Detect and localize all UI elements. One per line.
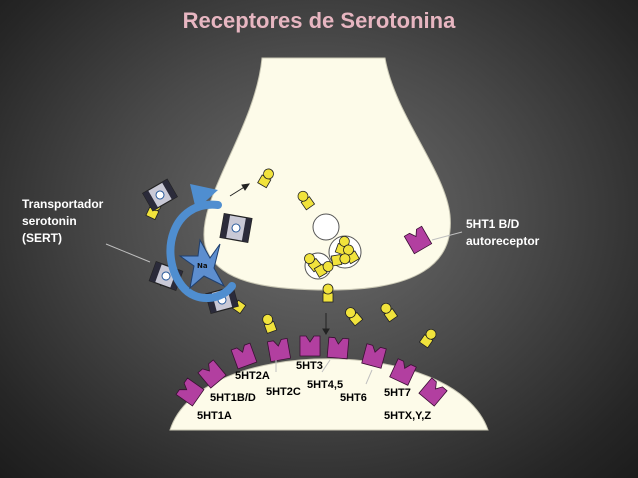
leader-lines [105, 231, 463, 385]
sert-transporter: Na [142, 178, 253, 315]
autoreceptor-label-line2: autoreceptor [466, 234, 540, 248]
receptor-label-5ht3: 5HT3 [296, 360, 323, 372]
receptor-label-5ht45: 5HT4,5 [307, 379, 344, 391]
autoreceptor-label-line1: 5HT1 B/D [466, 217, 520, 231]
receptor-label-5ht1bd: 5HT1B/D [210, 392, 256, 404]
receptor-label-5ht2c: 5HT2C [266, 386, 301, 398]
synaptic-vesicles [302, 213, 362, 280]
sert-label-line3: (SERT) [22, 231, 62, 245]
receptor-label-5ht7: 5HT7 [384, 387, 411, 399]
release-arrows [229, 183, 330, 335]
sert-label-line2: serotonin [22, 214, 77, 228]
sert-label: Transportador serotonin (SERT) [22, 196, 103, 247]
page-title: Receptores de Serotonina [182, 8, 456, 33]
svg-text:Na: Na [197, 262, 208, 270]
receptor-label-5ht1a: 5HT1A [197, 410, 232, 422]
presynaptic-terminal [203, 57, 451, 291]
sert-label-line1: Transportador [22, 197, 104, 211]
receptor-label-5htxyz: 5HTX,Y,Z [384, 410, 432, 422]
receptor-label-5ht6: 5HT6 [340, 392, 367, 404]
receptor-label-5ht2a: 5HT2A [235, 370, 270, 382]
autoreceptor-label: 5HT1 B/D autoreceptor [466, 216, 539, 250]
